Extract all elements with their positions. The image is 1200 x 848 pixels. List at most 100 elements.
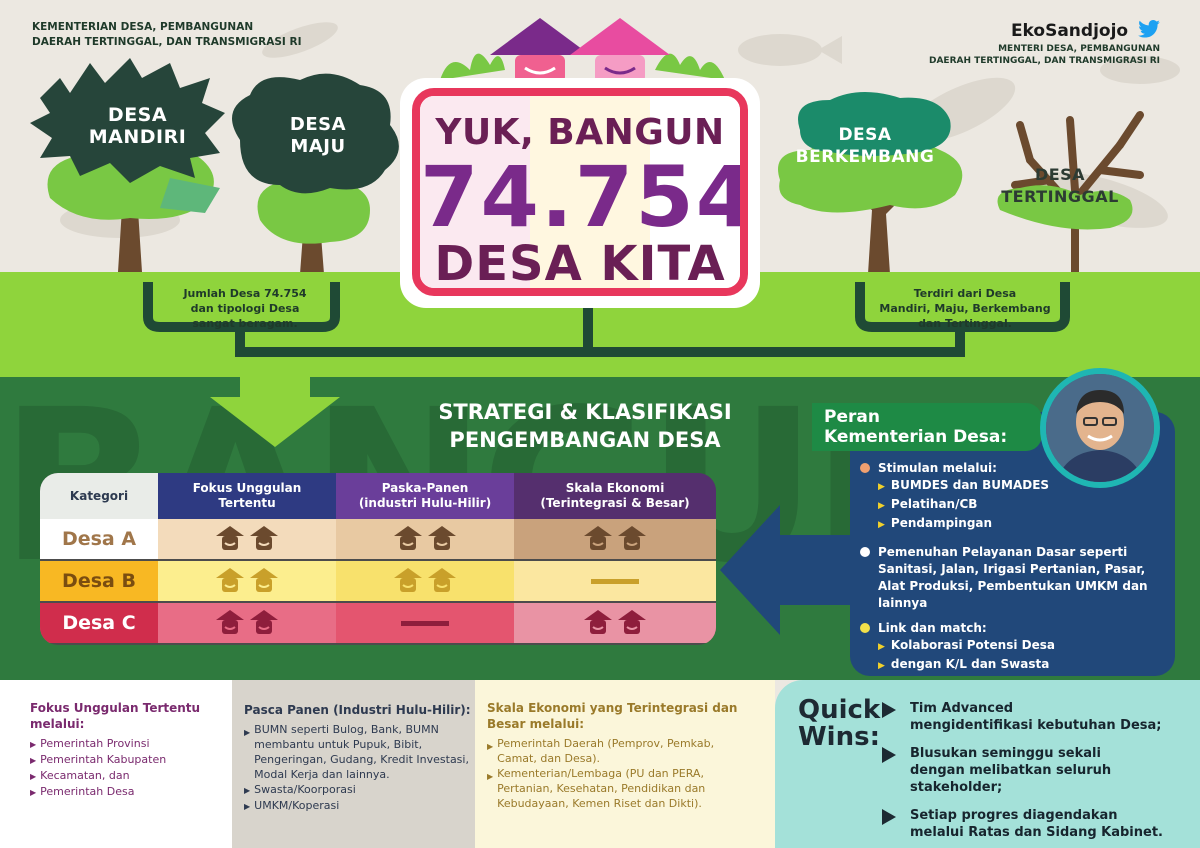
table-header-fokus-line1: Fokus Unggulan (192, 481, 302, 495)
table-row-desa-b: Desa B (40, 561, 716, 601)
bottom-col-skala-ekonomi: Skala Ekonomi yang Terintegrasi dan Besa… (475, 680, 775, 848)
triangle-bullet-icon: ▶ (878, 501, 885, 511)
peran-sub-item: ▶ Pelatihan/CB (878, 496, 1160, 515)
quick-win-item: Tim Advanced mengidentifikasi kebutuhan … (882, 700, 1192, 734)
note-right-line1: Terdiri dari Desa (913, 287, 1017, 300)
quick-win-line: mengidentifikasi kebutuhan Desa; (910, 718, 1162, 733)
peran-sub-item: ▶Pendampingan (878, 515, 1160, 534)
quick-win-line: Blusukan seminggu sekali (910, 746, 1101, 761)
list-item-text: UMKM/Koperasi (254, 799, 340, 812)
peran-item-pelayanan-line1: Pemenuhan Pelayanan Dasar seperti (878, 545, 1128, 559)
ministry-name-line2: DAERAH TERTINGGAL, DAN TRANSMIGRASI RI (32, 36, 302, 48)
peran-item-stimulan: Stimulan melalui: ▶BUMDES dan BUMADES ▶P… (860, 460, 1160, 534)
tree-label-tertinggal-line2: TERTINGGAL (1001, 187, 1119, 206)
list-item-line: Pertanian, Kesehatan, Pendidikan dan (497, 782, 706, 795)
list-item: ▶ Pemerintah Daerah (Pemprov, Pemkab, Ca… (487, 736, 775, 766)
note-left-line1: Jumlah Desa 74.754 (183, 287, 307, 300)
tree-desa-mandiri-illustration (30, 58, 225, 272)
farmer-icon (250, 610, 278, 634)
list-item-line: membantu untuk Pupuk, Bibit, (254, 738, 423, 751)
classification-table: Kategori Fokus Unggulan Tertentu Paska-P… (40, 473, 716, 645)
cell-a-skala (514, 519, 716, 559)
table-header-paska-panen: Paska-Panen (industri Hulu-Hilir) (336, 473, 514, 519)
strategy-title: STRATEGI & KLASIFIKASI PENGEMBANGAN DESA (390, 398, 780, 454)
row-label-desa-a: Desa A (40, 519, 158, 559)
peran-sub-item: ▶dengan K/L dan Swasta (878, 656, 1160, 675)
triangle-bullet-icon: ▶ (244, 802, 251, 811)
peran-item-pelayanan-line3: Alat Produksi, Pembentukan UMKM dan (878, 579, 1148, 593)
peran-sub-item-text: Pelatihan/CB (890, 497, 978, 511)
list-item-text: Swasta/Koorporasi (254, 783, 356, 796)
tree-label-berkembang-line1: DESA (838, 125, 892, 145)
play-arrow-icon (882, 702, 896, 718)
quick-win-item: Blusukan seminggu sekali dengan melibatk… (882, 745, 1192, 796)
farmer-icon (394, 526, 422, 550)
left-arrow-icon (720, 505, 850, 635)
tree-label-maju-line1: DESA (289, 114, 347, 135)
triangle-bullet-icon: ▶ (878, 482, 885, 492)
list-item: ▶ BUMN seperti Bulog, Bank, BUMN membant… (244, 722, 475, 782)
main-title-frame: YUK, BANGUN 74.754 DESA KITA (412, 88, 748, 296)
bullet-icon (860, 463, 870, 473)
tree-label-berkembang-line2: BERKEMBANG (795, 147, 935, 167)
tree-desa-maju-illustration (232, 73, 399, 274)
cell-b-fokus (158, 561, 336, 601)
list-item: ▶UMKM/Koperasi (244, 798, 475, 814)
bottom-col-skala-head-line1: Skala Ekonomi yang Terintegrasi dan (487, 701, 738, 715)
farmer-icon (216, 526, 244, 550)
peran-sub-item-text: dengan K/L dan Swasta (890, 657, 1050, 671)
list-item: ▶Pemerintah Desa (30, 784, 232, 800)
cell-a-fokus (158, 519, 336, 559)
bottom-col-fokus-head-line1: Fokus Unggulan Tertentu (30, 701, 201, 715)
strategy-title-line2: PENGEMBANGAN DESA (449, 428, 721, 452)
peran-title-line1: Peran (824, 407, 880, 427)
cell-b-paska (336, 561, 514, 601)
author-role-line2: DAERAH TERTINGGAL, DAN TRANSMIGRASI RI (929, 56, 1160, 66)
play-arrow-icon (882, 809, 896, 825)
peran-kementerian-title: Peran Kementerian Desa: (812, 403, 1042, 451)
bullet-icon (860, 623, 870, 633)
tree-label-tertinggal-line1: DESA (1034, 165, 1086, 184)
author-role-line1: MENTERI DESA, PEMBANGUNAN (998, 44, 1160, 54)
peran-title-line2: Kementerian Desa: (824, 427, 1008, 447)
peran-sub-item: ▶BUMDES dan BUMADES (878, 477, 1160, 496)
row-label-desa-c: Desa C (40, 603, 158, 643)
table-header-paska-line2: (industri Hulu-Hilir) (358, 496, 492, 510)
table-header-kategori: Kategori (40, 473, 158, 519)
author-role: MENTERI DESA, PEMBANGUNAN DAERAH TERTING… (929, 43, 1160, 67)
row-label-desa-b: Desa B (40, 561, 158, 601)
triangle-bullet-icon: ▶ (878, 642, 885, 652)
bottom-col-fokus-head: Fokus Unggulan Tertentu melalui: (30, 700, 232, 732)
table-header-kategori-text: Kategori (69, 488, 129, 503)
list-item: ▶Pemerintah Kabupaten (30, 752, 232, 768)
peran-item-pelayanan-line2: Sanitasi, Jalan, Irigasi Pertanian, Pasa… (878, 562, 1146, 576)
list-item-line: BUMN seperti Bulog, Bank, BUMN (254, 723, 439, 736)
quick-wins-box (775, 680, 1200, 848)
dash-mark (401, 620, 449, 626)
peran-sub-item: ▶Kolaborasi Potensi Desa (878, 637, 1160, 656)
quick-wins-title-line1: Quick (798, 695, 881, 725)
triangle-bullet-icon: ▶ (244, 728, 251, 737)
triangle-bullet-icon: ▶ (487, 772, 494, 781)
tree-label-berkembang: DESA BERKEMBANG (790, 124, 940, 168)
play-arrow-icon (882, 747, 896, 763)
quick-wins-title: Quick Wins: (798, 697, 880, 751)
list-item: ▶Kecamatan, dan (30, 768, 232, 784)
minister-portrait (1046, 374, 1154, 482)
list-item: ▶ Kementerian/Lembaga (PU dan PERA, Pert… (487, 766, 775, 811)
quick-win-line: Setiap progres diagendakan (910, 808, 1118, 823)
table-row-desa-a: Desa A (40, 519, 716, 559)
quick-wins-list: Tim Advanced mengidentifikasi kebutuhan … (882, 700, 1192, 841)
ministry-name: KEMENTERIAN DESA, PEMBANGUNAN DAERAH TER… (32, 20, 301, 50)
list-item-line: Pengeringan, Gudang, Kredit Investasi, (254, 753, 469, 766)
title-line3: DESA KITA (434, 236, 726, 292)
dash-mark (591, 578, 639, 584)
note-jumlah-desa: Jumlah Desa 74.754 dan tipologi Desa san… (150, 286, 340, 331)
farmer-icon (584, 526, 612, 550)
tree-label-maju: DESA MAJU (258, 114, 378, 158)
peran-item-link-text: Link dan match: (878, 621, 987, 635)
author-name: EkoSandjojo (1010, 21, 1129, 41)
farmer-icon (394, 568, 422, 592)
person-portrait-icon (1046, 374, 1154, 482)
tree-label-mandiri-line2: MANDIRI (88, 126, 187, 148)
